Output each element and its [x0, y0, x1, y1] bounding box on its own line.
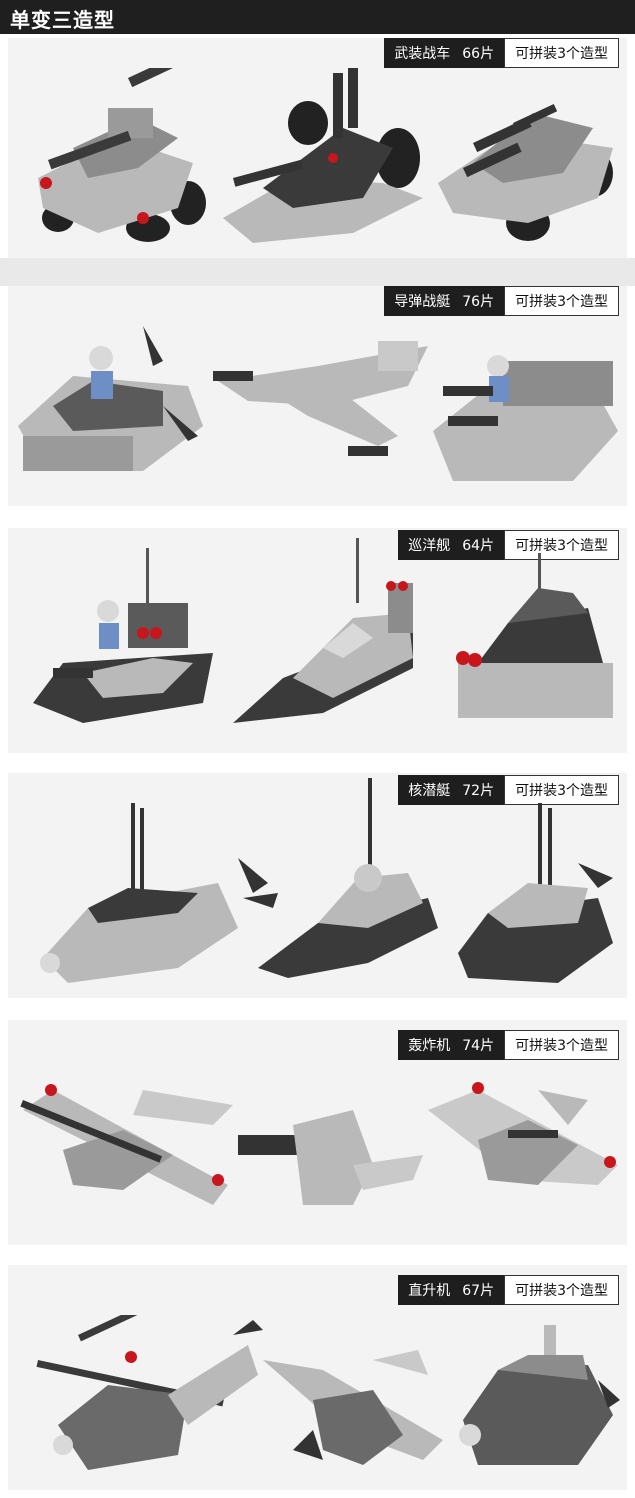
set-label: 直升机 67片 可拼装3个造型: [398, 1275, 619, 1305]
set-label: 核潜艇 72片 可拼装3个造型: [398, 775, 619, 805]
product-panel-bomber: 轰炸机 74片 可拼装3个造型: [8, 1020, 627, 1245]
set-name-tag: 核潜艇 72片: [398, 775, 505, 805]
build-note: 可拼装3个造型: [504, 1275, 619, 1305]
bomber-build-1: [20, 1084, 233, 1205]
section-divider: [0, 258, 635, 286]
missile-boat-build-2: [213, 341, 428, 456]
section-divider: [0, 506, 635, 528]
submarine-build-3: [458, 803, 613, 983]
armored-vehicle-build-2: [223, 68, 423, 243]
bomber-build-2: [238, 1110, 423, 1205]
bomber-build-3: [428, 1082, 618, 1185]
submarine-build-1: [40, 803, 278, 983]
set-label: 导弹战艇 76片 可拼装3个造型: [384, 286, 619, 316]
missile-boat-build-1: [18, 326, 203, 471]
product-panel-cruiser: 巡洋舰 64片 可拼装3个造型: [8, 528, 627, 753]
piece-count: 76片: [462, 294, 495, 310]
build-note: 可拼装3个造型: [504, 286, 619, 316]
page-title: 单变三造型: [10, 8, 115, 32]
armored-vehicle-build-1: [38, 68, 206, 242]
armored-vehicle-build-3: [438, 103, 613, 241]
set-name-tag: 巡洋舰 64片: [398, 530, 505, 560]
set-name: 直升机: [408, 1283, 451, 1299]
set-name: 核潜艇: [408, 783, 451, 799]
product-panel-nuclear-submarine: 核潜艇 72片 可拼装3个造型: [8, 773, 627, 998]
set-label: 轰炸机 74片 可拼装3个造型: [398, 1030, 619, 1060]
top-title-bar: 单变三造型: [0, 0, 635, 34]
helicopter-build-3: [459, 1325, 620, 1465]
cruiser-build-3: [456, 553, 613, 718]
set-name-tag: 武装战车 66片: [384, 38, 505, 68]
helicopter-build-1: [36, 1315, 263, 1470]
set-name: 轰炸机: [408, 1038, 451, 1054]
piece-count: 74片: [462, 1038, 495, 1054]
set-name-tag: 直升机 67片: [398, 1275, 505, 1305]
cruiser-build-1: [33, 548, 213, 723]
section-divider: [0, 998, 635, 1020]
set-name-tag: 导弹战艇 76片: [384, 286, 505, 316]
piece-count: 67片: [462, 1283, 495, 1299]
piece-count: 72片: [462, 783, 495, 799]
product-panel-missile-boat: 导弹战艇 76片 可拼装3个造型: [8, 286, 627, 506]
set-name-tag: 轰炸机 74片: [398, 1030, 505, 1060]
section-divider: [0, 753, 635, 773]
build-note: 可拼装3个造型: [504, 1030, 619, 1060]
set-name: 武装战车: [394, 46, 451, 62]
helicopter-build-2: [263, 1350, 443, 1465]
build-note: 可拼装3个造型: [504, 530, 619, 560]
set-label: 武装战车 66片 可拼装3个造型: [384, 38, 619, 68]
section-divider: [0, 1245, 635, 1265]
piece-count: 66片: [462, 46, 495, 62]
set-name: 导弹战艇: [394, 294, 451, 310]
missile-boat-build-3: [433, 355, 618, 481]
build-note: 可拼装3个造型: [504, 775, 619, 805]
product-panel-helicopter: 直升机 67片 可拼装3个造型: [8, 1265, 627, 1490]
set-label: 巡洋舰 64片 可拼装3个造型: [398, 530, 619, 560]
submarine-build-2: [258, 778, 438, 978]
product-panel-armored-vehicle: 武装战车 66片 可拼装3个造型: [8, 38, 627, 258]
set-name: 巡洋舰: [408, 538, 451, 554]
build-note: 可拼装3个造型: [504, 38, 619, 68]
piece-count: 64片: [462, 538, 495, 554]
cruiser-build-2: [233, 538, 413, 723]
